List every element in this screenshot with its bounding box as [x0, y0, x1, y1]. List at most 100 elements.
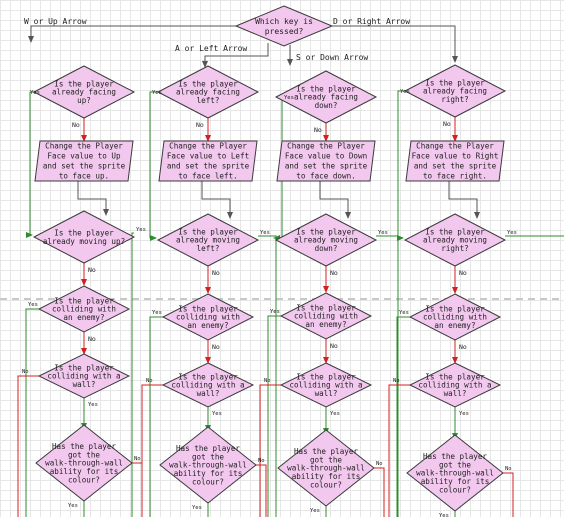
- label-facing-yes-0: Yes: [30, 90, 40, 96]
- label-moving-no-0: No: [88, 266, 96, 274]
- label-ability-yes-3: Yes: [439, 513, 449, 517]
- label-wall-no-1: No: [146, 378, 153, 384]
- edge-setface-moving-0: [77, 181, 109, 216]
- key-label-up: W or Up Arrow: [24, 17, 87, 26]
- edge-moving-yes-0: [131, 232, 134, 517]
- label-enemy-yes-3: Yes: [399, 310, 409, 316]
- label-moving-yes-0: Yes: [136, 227, 146, 233]
- label-ability-yes-2: Yes: [310, 508, 320, 514]
- label-enemy-no-0: No: [88, 335, 96, 343]
- edge-wall-no-3: [388, 384, 411, 517]
- label-ability-yes-0: Yes: [68, 503, 78, 509]
- label-moving-yes-2: Yes: [378, 230, 388, 236]
- label-facing-yes-2: Yes: [284, 95, 294, 101]
- label-facing-yes-3: Yes: [400, 89, 410, 95]
- edge-wall-no-2: [259, 384, 282, 517]
- edge-wall-no-1: [141, 384, 164, 517]
- label-moving-no-2: No: [330, 269, 338, 277]
- label-wall-yes-0: Yes: [88, 402, 98, 408]
- edge-facing-yes-3: [397, 90, 405, 241]
- label-enemy-no-3: No: [459, 343, 467, 351]
- edge-root-up: [28, 25, 237, 43]
- label-moving-no-3: No: [459, 269, 467, 277]
- edge-ability-no-0: [132, 462, 143, 517]
- edge-root-right: [331, 25, 458, 63]
- edge-enemy-yes-2: [267, 315, 282, 517]
- edge-root-left: [202, 43, 269, 68]
- edge-setface-moving-2: [319, 181, 351, 219]
- label-ability-yes-1: Yes: [192, 505, 202, 511]
- label-wall-no-3: No: [393, 378, 400, 384]
- label-facing-yes-1: Yes: [152, 90, 162, 96]
- edge-facing-yes-0: [26, 91, 34, 238]
- edge-enemy-yes-0: [25, 308, 40, 517]
- edge-enemy-yes-3: [396, 316, 411, 517]
- label-wall-no-0: No: [22, 369, 29, 375]
- edge-setface-moving-1: [201, 181, 233, 219]
- key-label-down: S or Down Arrow: [296, 53, 368, 62]
- label-ability-no-1: No: [258, 458, 265, 464]
- edge-facing-yes-1: [149, 91, 158, 241]
- edge-ability-no-3: [503, 472, 514, 517]
- key-label-right: D or Right Arrow: [333, 17, 410, 26]
- label-wall-yes-1: Yes: [212, 411, 222, 417]
- label-ability-no-2: No: [376, 461, 383, 467]
- label-facing-no-0: No: [72, 121, 80, 129]
- edge-moving-yes-1: [258, 235, 277, 517]
- edge-moving-yes-2: [376, 235, 399, 517]
- edge-ability-no-1: [256, 464, 267, 517]
- key-label-left: A or Left Arrow: [175, 44, 247, 53]
- label-enemy-no-1: No: [212, 343, 220, 351]
- label-wall-no-2: No: [264, 378, 271, 384]
- label-moving-yes-1: Yes: [260, 230, 270, 236]
